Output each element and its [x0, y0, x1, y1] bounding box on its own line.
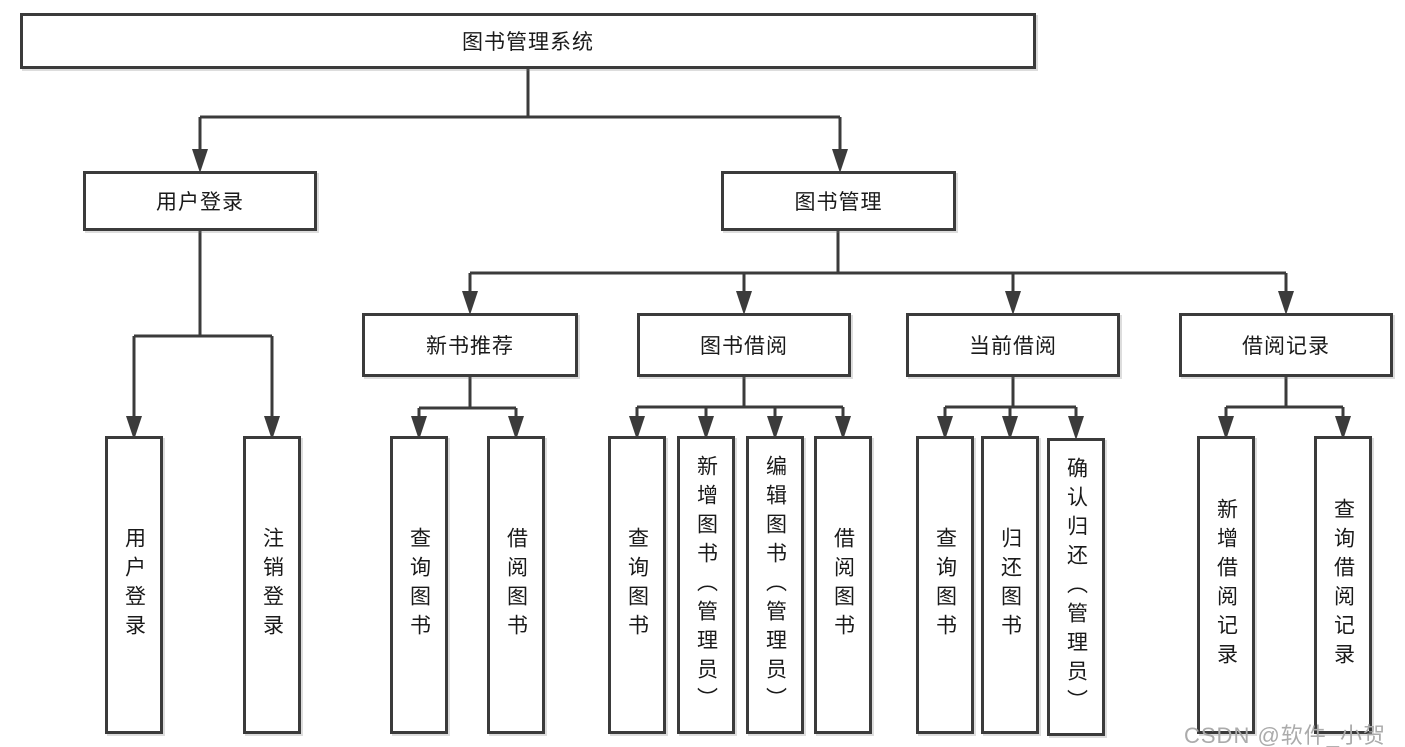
node-book-borrowing: 图书借阅	[637, 313, 851, 377]
leaf-br-query-record: 查询借阅记录	[1314, 436, 1372, 734]
node-root: 图书管理系统	[20, 13, 1036, 69]
arrowheads	[126, 149, 1351, 440]
node-current-borrowing: 当前借阅	[906, 313, 1120, 377]
leaf-br-add-record: 新增借阅记录	[1197, 436, 1255, 734]
leaf-bb-edit-books-admin: 编辑图书（管理员）	[746, 436, 804, 734]
node-user-login: 用户登录	[83, 171, 317, 231]
leaf-bb-query-books: 查询图书	[608, 436, 666, 734]
leaf-nbr-borrow-books: 借阅图书	[487, 436, 545, 734]
leaf-cb-query-books: 查询图书	[916, 436, 974, 734]
leaf-logout-login: 注销登录	[243, 436, 301, 734]
leaf-user-login: 用户登录	[105, 436, 163, 734]
leaf-cb-return-books: 归还图书	[981, 436, 1039, 734]
leaf-bb-borrow-books: 借阅图书	[814, 436, 872, 734]
node-new-book-recommend: 新书推荐	[362, 313, 578, 377]
leaf-nbr-query-books: 查询图书	[390, 436, 448, 734]
leaf-cb-confirm-return-admin: 确认归还（管理员）	[1047, 438, 1105, 736]
node-borrowing-records: 借阅记录	[1179, 313, 1393, 377]
watermark: CSDN @软件_小贺同学	[1184, 723, 1387, 747]
node-book-management: 图书管理	[721, 171, 956, 231]
leaf-bb-add-books-admin: 新增图书（管理员）	[677, 436, 735, 734]
